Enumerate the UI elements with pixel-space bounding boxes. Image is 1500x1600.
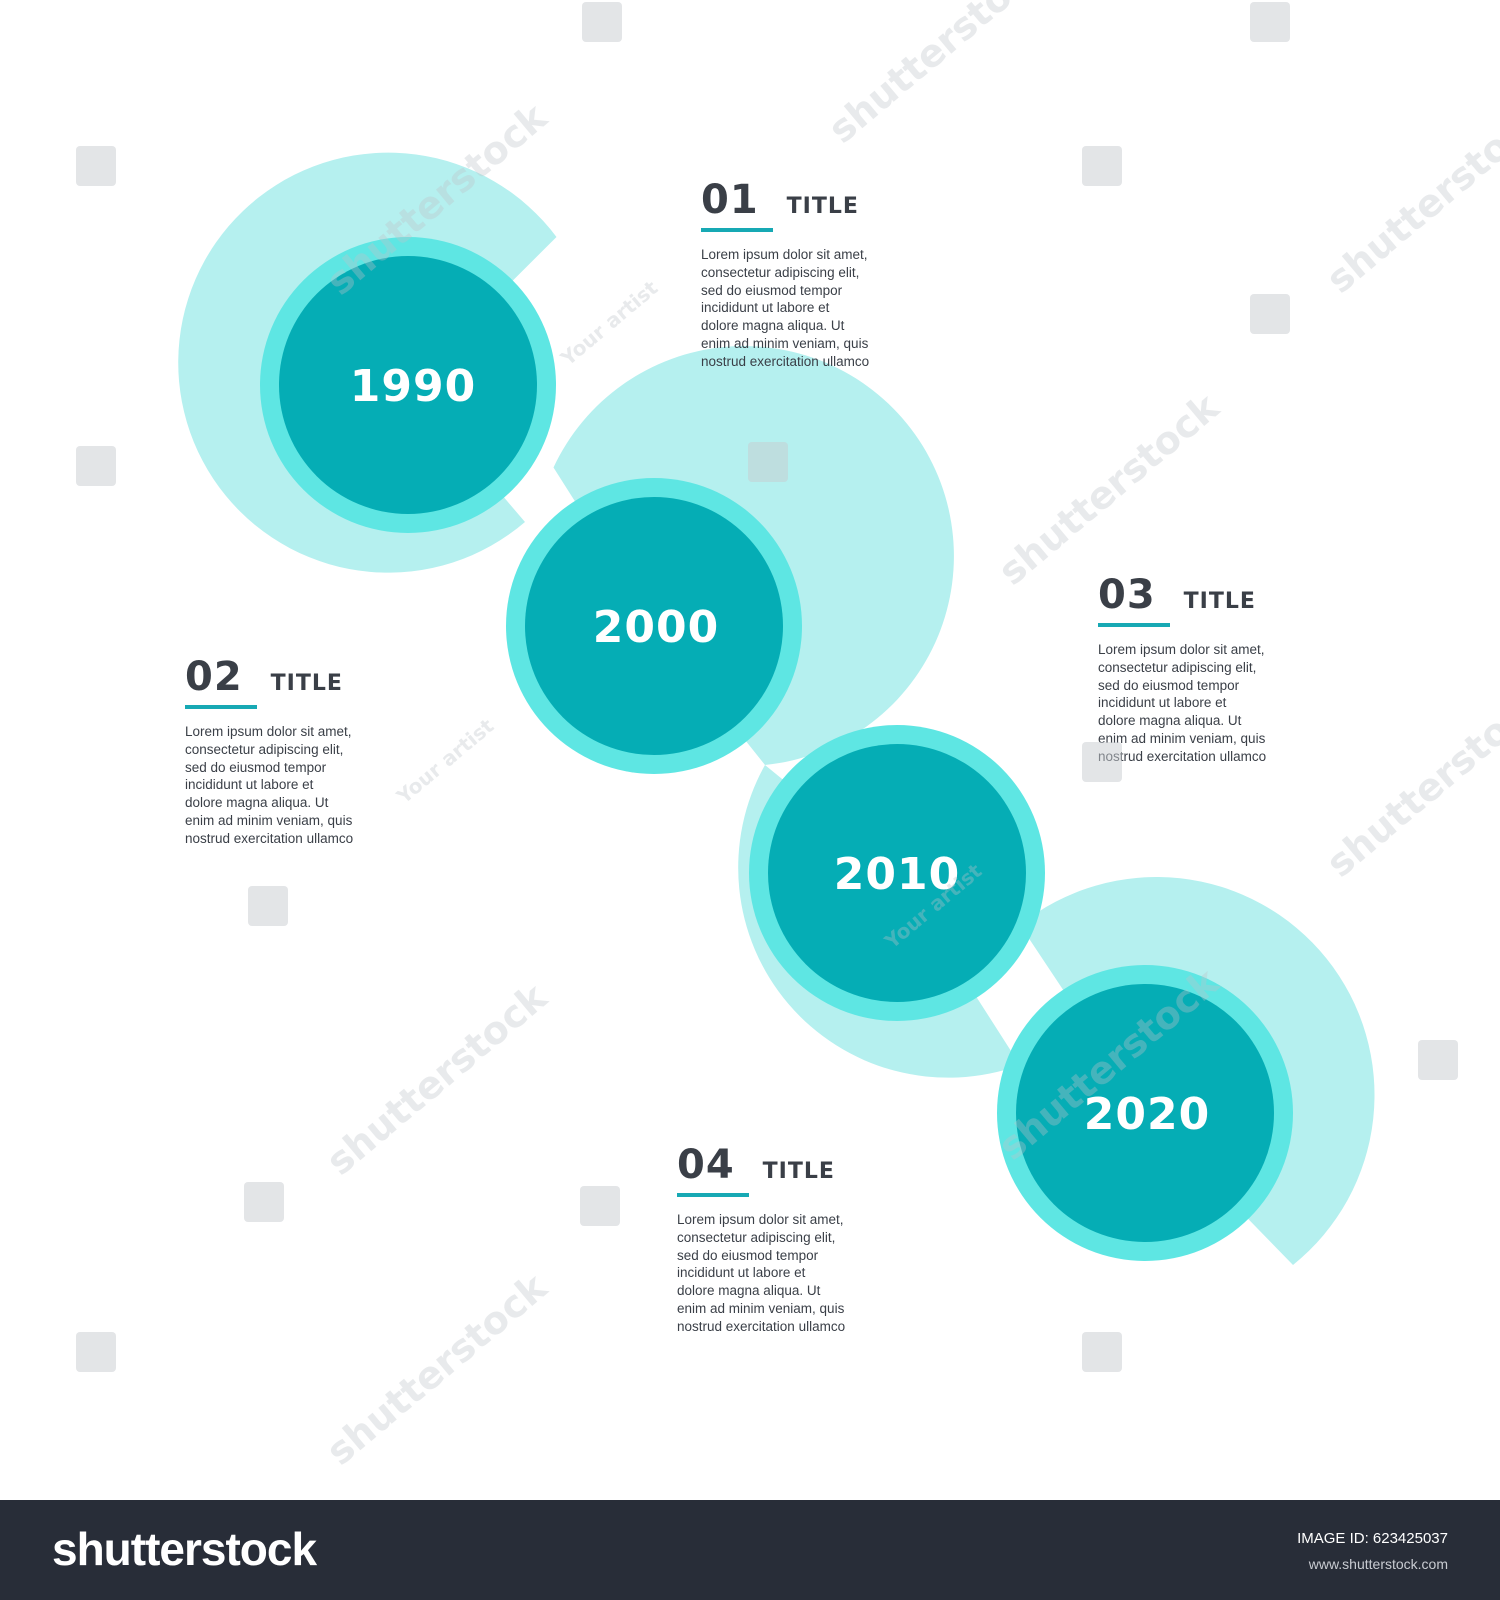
site-url: www.shutterstock.com xyxy=(1308,1556,1448,1572)
accent-rule xyxy=(701,228,773,232)
timeline-item-04: 04 TITLE Lorem ipsum dolor sit amet, con… xyxy=(677,1143,867,1336)
accent-rule xyxy=(1098,623,1170,627)
item-title: TITLE xyxy=(786,194,859,219)
timeline-item-02: 02 TITLE Lorem ipsum dolor sit amet, con… xyxy=(185,655,375,848)
item-description: Lorem ipsum dolor sit amet, consectetur … xyxy=(677,1212,846,1334)
accent-rule xyxy=(677,1193,749,1197)
item-number: 04 xyxy=(677,1142,735,1188)
item-description: Lorem ipsum dolor sit amet, consectetur … xyxy=(185,724,354,846)
node-2000: 2000 xyxy=(506,478,802,774)
item-description: Lorem ipsum dolor sit amet, consectetur … xyxy=(1098,642,1267,764)
node-2020: 2020 xyxy=(997,965,1293,1261)
accent-rule xyxy=(185,705,257,709)
item-title: TITLE xyxy=(1183,589,1256,614)
node-2010: 2010 xyxy=(749,725,1045,1021)
item-number: 02 xyxy=(185,654,243,700)
item-number: 03 xyxy=(1098,572,1156,618)
item-title: TITLE xyxy=(270,671,343,696)
image-id: IMAGE ID: 623425037 xyxy=(1297,1530,1448,1547)
year-label: 1990 xyxy=(350,361,476,412)
year-label: 2010 xyxy=(834,849,960,900)
item-title: TITLE xyxy=(762,1159,835,1184)
footer-bar: shutterstock IMAGE ID: 623425037 www.shu… xyxy=(0,1500,1500,1600)
year-label: 2000 xyxy=(593,602,719,653)
node-1990: 1990 xyxy=(260,237,556,533)
timeline-item-03: 03 TITLE Lorem ipsum dolor sit amet, con… xyxy=(1098,573,1288,766)
timeline-item-01: 01 TITLE Lorem ipsum dolor sit amet, con… xyxy=(701,178,891,371)
brand-logo: shutterstock xyxy=(52,1523,317,1575)
item-description: Lorem ipsum dolor sit amet, consectetur … xyxy=(701,247,870,369)
timeline-diagram: 1990 2000 2010 2020 xyxy=(178,152,1375,1265)
year-label: 2020 xyxy=(1084,1089,1210,1140)
item-number: 01 xyxy=(701,177,759,223)
